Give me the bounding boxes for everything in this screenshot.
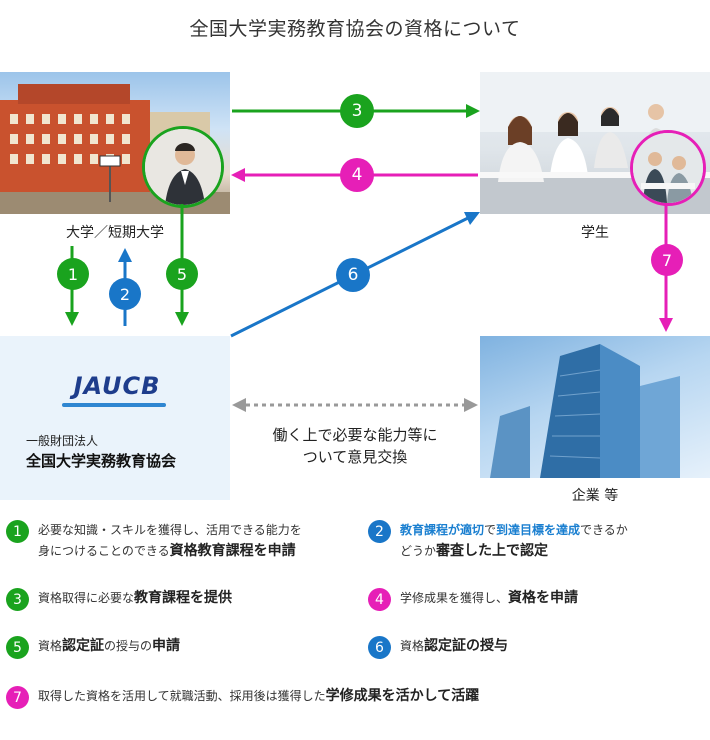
exchange-note: 働く上で必要な能力等に ついて意見交換 xyxy=(240,424,470,468)
badge-5: 5 xyxy=(166,258,198,290)
legend-num-2: 2 xyxy=(368,520,391,543)
page-title: 全国大学実務教育協会の資格について xyxy=(189,18,521,40)
association-box: JAUCB 一般財団法人 全国大学実務教育協会 xyxy=(0,336,230,500)
legend-num-7: 7 xyxy=(6,686,29,709)
legend-item-3: 3 資格取得に必要な教育課程を提供 xyxy=(6,588,232,611)
association-type: 一般財団法人 xyxy=(26,434,99,448)
exchange-note-line1: 働く上で必要な能力等に xyxy=(272,426,438,444)
legend-text-3: 資格取得に必要な教育課程を提供 xyxy=(38,590,233,606)
association-logo: JAUCB xyxy=(62,372,172,400)
legend-item-4: 4 学修成果を獲得し、資格を申請 xyxy=(368,588,578,611)
badge-2: 2 xyxy=(109,278,141,310)
exchange-arrowhead-right xyxy=(464,398,478,412)
arrowhead-4 xyxy=(231,168,245,182)
legend-num-1: 1 xyxy=(6,520,29,543)
arrowhead-7 xyxy=(659,318,673,332)
arrowhead-5 xyxy=(175,312,189,326)
arrowhead-2 xyxy=(118,248,132,262)
legend-text-1: 必要な知識・スキルを獲得し、活用できる能力を 身につけることのできる資格教育課程… xyxy=(38,523,302,559)
legend-item-6: 6 資格認定証の授与 xyxy=(368,636,508,659)
logo-text: JAUCB xyxy=(73,372,161,400)
arrowhead-3 xyxy=(466,104,480,118)
university-label: 大学／短期大学 xyxy=(66,225,164,241)
company-label: 企業 等 xyxy=(571,488,619,504)
badge-6: 6 xyxy=(336,258,370,292)
badge-7: 7 xyxy=(651,244,683,276)
legend-num-5: 5 xyxy=(6,636,29,659)
arrowhead-1 xyxy=(65,312,79,326)
company-photo xyxy=(480,336,710,478)
legend-num-3: 3 xyxy=(6,588,29,611)
legend-text-6: 資格認定証の授与 xyxy=(400,638,509,654)
exchange-note-line2: ついて意見交換 xyxy=(302,448,408,466)
university-staff-photo xyxy=(142,126,224,208)
badge-4: 4 xyxy=(340,158,374,192)
legend-item-7: 7 取得した資格を活用して就職活動、採用後は獲得した学修成果を活かして活躍 xyxy=(6,686,479,709)
legend-text-4: 学修成果を獲得し、資格を申請 xyxy=(400,590,579,606)
legend-item-2: 2 教育課程が適切で到達目標を達成できるか どうか審査した上で認定 xyxy=(368,520,628,562)
badge-1: 1 xyxy=(57,258,89,290)
legend-text-5: 資格認定証の授与の申請 xyxy=(38,638,181,654)
association-name: 全国大学実務教育協会 xyxy=(26,452,177,470)
student-group-photo xyxy=(630,130,706,206)
arrowhead-6 xyxy=(464,212,480,225)
badge-3: 3 xyxy=(340,94,374,128)
legend-item-5: 5 資格認定証の授与の申請 xyxy=(6,636,180,659)
legend-item-1: 1 必要な知識・スキルを獲得し、活用できる能力を 身につけることのできる資格教育… xyxy=(6,520,302,562)
legend-text-2: 教育課程が適切で到達目標を達成できるか どうか審査した上で認定 xyxy=(400,523,628,559)
student-label: 学生 xyxy=(581,225,609,241)
legend-num-4: 4 xyxy=(368,588,391,611)
logo-swoosh xyxy=(62,403,166,407)
legend-num-6: 6 xyxy=(368,636,391,659)
exchange-arrowhead-left xyxy=(232,398,246,412)
legend-text-7: 取得した資格を活用して就職活動、採用後は獲得した学修成果を活かして活躍 xyxy=(38,688,480,704)
